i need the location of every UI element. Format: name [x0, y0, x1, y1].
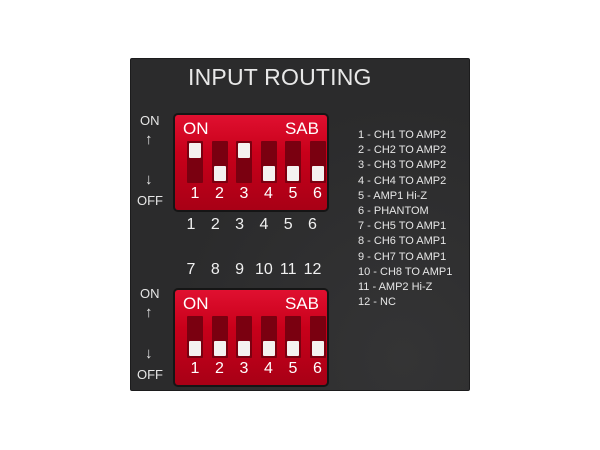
switch-lever-5[interactable] [287, 166, 299, 181]
switch-number-1: 1 [190, 185, 200, 202]
switch-slot-3[interactable] [236, 141, 252, 183]
legend-item: 8 - CH6 TO AMP1 [358, 235, 447, 248]
off-label-top: OFF [137, 193, 163, 208]
channel-number: 6 [308, 216, 317, 233]
switch-slot-1[interactable] [187, 316, 203, 358]
down-arrow-icon: ↓ [145, 171, 153, 188]
switch-lever-3[interactable] [238, 143, 250, 158]
switch-slot-3[interactable] [236, 316, 252, 358]
channel-number: 11 [279, 261, 297, 278]
switch-number-5: 5 [288, 185, 298, 202]
channel-number: 4 [259, 216, 269, 233]
on-label-bottom: ON [140, 286, 160, 301]
channel-number: 3 [235, 216, 245, 233]
channel-number: 9 [235, 261, 245, 278]
channel-number: 5 [283, 216, 293, 233]
on-label-top: ON [140, 113, 160, 128]
legend-item: 11 - AMP2 Hi-Z [358, 281, 433, 294]
switch-slot-4[interactable] [260, 141, 277, 183]
legend-item: 12 - NC [358, 296, 396, 309]
switch-number-1: 1 [190, 360, 200, 377]
channel-number: 10 [254, 261, 273, 278]
legend-item: 2 - CH2 TO AMP2 [358, 144, 447, 157]
switch-number-6: 6 [313, 360, 322, 377]
switch-slot-5[interactable] [285, 316, 301, 358]
switch-number-6: 6 [313, 185, 322, 202]
switch-lever-2[interactable] [213, 166, 226, 181]
switch-brand-label: SAB [284, 119, 319, 138]
down-arrow-icon: ↓ [145, 345, 153, 362]
channel-number: 12 [303, 261, 322, 278]
switch-number-4: 4 [264, 185, 273, 202]
switch-slot-1[interactable] [187, 141, 203, 183]
switch-slot-6[interactable] [309, 316, 326, 358]
switch-slot-5[interactable] [285, 141, 301, 183]
up-arrow-icon: ↑ [145, 304, 153, 321]
switch-slot-4[interactable] [260, 316, 277, 358]
switch-lever-6[interactable] [311, 341, 324, 356]
switch-slot-2[interactable] [211, 141, 228, 183]
switch-number-5: 5 [288, 360, 298, 377]
off-label-bottom: OFF [137, 367, 163, 382]
switch-lever-4[interactable] [262, 341, 275, 356]
switch-slot-6[interactable] [309, 141, 326, 183]
switch-lever-1[interactable] [189, 341, 201, 356]
switch-number-3: 3 [239, 185, 249, 202]
switch-brand-label: SAB [284, 294, 319, 313]
switch-number-2: 2 [215, 360, 224, 377]
switch-lever-5[interactable] [287, 341, 299, 356]
legend-item: 7 - CH5 TO AMP1 [358, 220, 447, 233]
switch-lever-4[interactable] [262, 166, 275, 181]
switch-lever-6[interactable] [311, 166, 324, 181]
panel-title: INPUT ROUTING [188, 64, 372, 90]
switch-lever-3[interactable] [238, 341, 250, 356]
switch-on-label: ON [183, 294, 209, 313]
switch-number-3: 3 [239, 360, 249, 377]
legend-item: 9 - CH7 TO AMP1 [358, 250, 447, 263]
switch-number-2: 2 [215, 185, 224, 202]
up-arrow-icon: ↑ [145, 131, 153, 148]
switch-number-4: 4 [264, 360, 273, 377]
legend-item: 10 - CH8 TO AMP1 [358, 265, 453, 278]
switch-lever-2[interactable] [213, 341, 226, 356]
routing-legend: 1 - CH1 TO AMP2 2 - CH2 TO AMP2 3 - CH3 TO… [358, 128, 452, 310]
channel-number: 2 [210, 216, 220, 233]
channel-number: 7 [186, 261, 196, 278]
legend-item: 4 - CH4 TO AMP2 [358, 174, 447, 187]
legend-item: 1 - CH1 TO AMP2 [358, 129, 447, 141]
legend-item: 5 - AMP1 Hi-Z [358, 189, 428, 202]
channel-number: 8 [210, 261, 220, 278]
channel-number: 1 [186, 216, 196, 233]
switch-lever-1[interactable] [189, 143, 201, 158]
switch-slot-2[interactable] [211, 316, 228, 358]
legend-item: 3 - CH3 TO AMP2 [358, 159, 447, 172]
legend-item: 6 - PHANTOM [358, 205, 429, 218]
switch-on-label: ON [183, 119, 209, 138]
